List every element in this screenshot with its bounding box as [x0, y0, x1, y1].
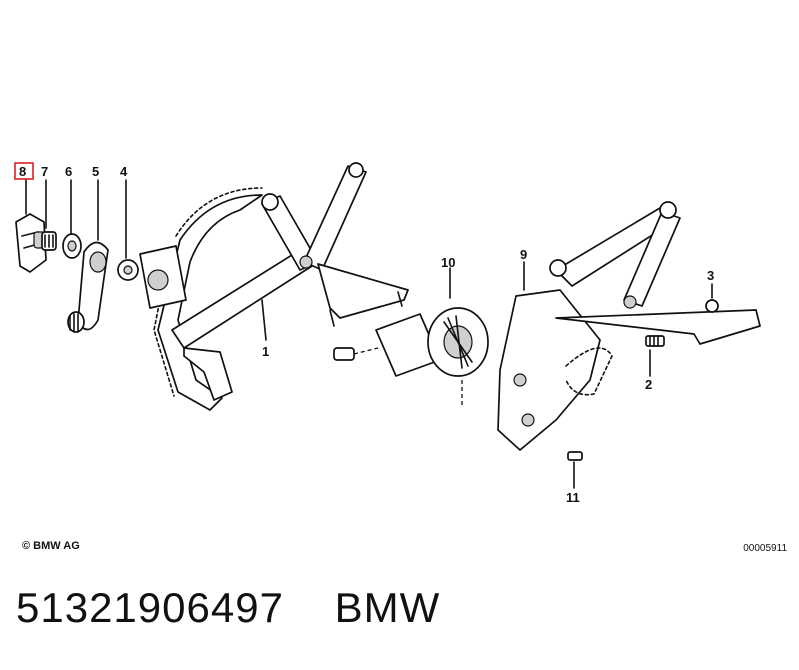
part-11-drawing — [567, 451, 583, 461]
callout-6[interactable]: 6 — [65, 164, 72, 179]
part-1-drawing — [139, 162, 409, 411]
part-5-drawing — [67, 241, 109, 333]
part-10-drawing — [333, 307, 489, 377]
callout-4[interactable]: 4 — [120, 164, 128, 179]
part-number: 51321906497 — [16, 584, 284, 631]
part-7-drawing — [41, 231, 57, 251]
callout-2[interactable]: 2 — [645, 377, 652, 392]
parts-diagram: 8 7 6 5 4 1 10 9 3 2 11 — [14, 162, 761, 505]
part-4-drawing — [117, 259, 139, 281]
caption: 51321906497 BMW — [16, 584, 440, 632]
callout-7[interactable]: 7 — [41, 164, 48, 179]
part-6-drawing — [62, 233, 82, 259]
part-8-highlight-box — [14, 162, 34, 180]
part-9-drawing — [497, 201, 761, 451]
drawing-id-label: 00005911 — [743, 543, 787, 554]
brand-name: BMW — [334, 584, 441, 631]
part-2-drawing — [645, 335, 665, 347]
part-3-drawing — [705, 299, 719, 313]
callout-1[interactable]: 1 — [262, 344, 269, 359]
callout-5[interactable]: 5 — [92, 164, 99, 179]
callout-10[interactable]: 10 — [441, 255, 455, 270]
copyright-label: © BMW AG — [22, 540, 80, 552]
callout-8[interactable]: 8 — [19, 164, 26, 179]
callout-9[interactable]: 9 — [520, 247, 527, 262]
callout-11[interactable]: 11 — [566, 490, 580, 505]
callout-3[interactable]: 3 — [707, 268, 714, 283]
